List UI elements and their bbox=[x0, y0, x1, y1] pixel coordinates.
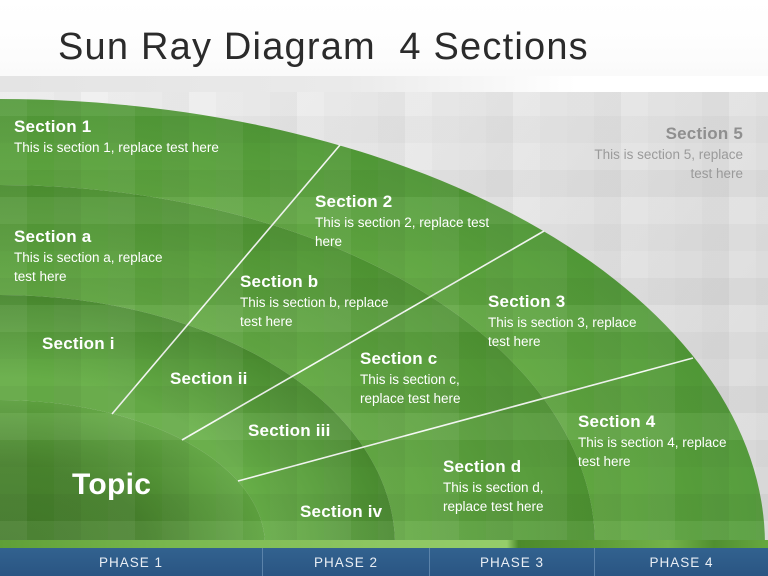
phase-1-cell: PHASE 1 bbox=[0, 548, 262, 576]
section-b-title: Section b bbox=[240, 272, 319, 291]
section-5-desc: This is section 5, replace test here bbox=[594, 147, 743, 181]
section-i-label: Section i bbox=[42, 333, 115, 354]
phase-timeline-bar: PHASE 1 PHASE 2 PHASE 3 PHASE 4 bbox=[0, 548, 768, 576]
section-c-label: Section c This is section c, replace tes… bbox=[360, 348, 461, 409]
section-3-title: Section 3 bbox=[488, 292, 566, 311]
section-1-desc: This is section 1, replace test here bbox=[14, 140, 219, 156]
section-3-label: Section 3 This is section 3, replace tes… bbox=[488, 291, 637, 352]
section-5-title: Section 5 bbox=[665, 124, 743, 143]
phase-2-cell: PHASE 2 bbox=[262, 548, 429, 576]
section-b-desc: This is section b, replace test here bbox=[240, 295, 389, 329]
section-iv-title: Section iv bbox=[300, 502, 383, 521]
ring-middle-sections-a-d bbox=[0, 185, 595, 545]
phase-1-label: PHASE 1 bbox=[98, 554, 164, 570]
sun-ray-rings-svg bbox=[0, 99, 765, 545]
section-c-title: Section c bbox=[360, 349, 438, 368]
section-ii-label: Section ii bbox=[170, 368, 248, 389]
section-4-label: Section 4 This is section 4, replace tes… bbox=[578, 411, 727, 472]
section-ii-title: Section ii bbox=[170, 369, 248, 388]
section-d-label: Section d This is section d, replace tes… bbox=[443, 456, 544, 517]
section-i-title: Section i bbox=[42, 334, 115, 353]
section-3-desc: This is section 3, replace test here bbox=[488, 315, 637, 349]
section-4-desc: This is section 4, replace test here bbox=[578, 435, 727, 469]
section-1-label: Section 1 This is section 1, replace tes… bbox=[14, 116, 219, 158]
ray-divider-1 bbox=[111, 144, 341, 415]
section-b-label: Section b This is section b, replace tes… bbox=[240, 271, 389, 332]
phase-2-label: PHASE 2 bbox=[313, 554, 379, 570]
ray-divider-3 bbox=[237, 357, 694, 482]
section-iii-label: Section iii bbox=[248, 420, 331, 441]
green-accent-strip bbox=[0, 540, 768, 548]
phase-3-label: PHASE 3 bbox=[479, 554, 545, 570]
ring-inner-sections-i-iv bbox=[0, 295, 395, 545]
section-5-label: Section 5 This is section 5, replace tes… bbox=[594, 123, 743, 184]
slide-title: Sun Ray Diagram 4 Sections bbox=[58, 26, 589, 68]
section-iv-label: Section iv bbox=[300, 501, 382, 522]
ring-outer-sections-1-4 bbox=[0, 99, 765, 545]
section-d-title: Section d bbox=[443, 457, 522, 476]
section-2-title: Section 2 bbox=[315, 192, 393, 211]
section-a-desc: This is section a, replace test here bbox=[14, 250, 163, 284]
section-a-label: Section a This is section a, replace tes… bbox=[14, 226, 163, 287]
section-d-desc: This is section d, replace test here bbox=[443, 480, 544, 514]
section-2-label: Section 2 This is section 2, replace tes… bbox=[315, 191, 489, 252]
phase-3-cell: PHASE 3 bbox=[429, 548, 594, 576]
section-a-title: Section a bbox=[14, 227, 92, 246]
section-1-title: Section 1 bbox=[14, 117, 92, 136]
slide-header: Sun Ray Diagram 4 Sections bbox=[0, 0, 768, 76]
header-divider-band bbox=[0, 76, 768, 92]
section-2-desc: This is section 2, replace test here bbox=[315, 215, 490, 249]
section-4-title: Section 4 bbox=[578, 412, 656, 431]
phase-4-label: PHASE 4 bbox=[649, 554, 714, 570]
topic-label: Topic bbox=[72, 468, 152, 501]
topic-core bbox=[0, 400, 265, 545]
section-iii-title: Section iii bbox=[248, 421, 331, 440]
phase-4-cell: PHASE 4 bbox=[594, 548, 768, 576]
ray-divider-2 bbox=[181, 230, 545, 441]
section-c-desc: This is section c, replace test here bbox=[360, 372, 461, 406]
